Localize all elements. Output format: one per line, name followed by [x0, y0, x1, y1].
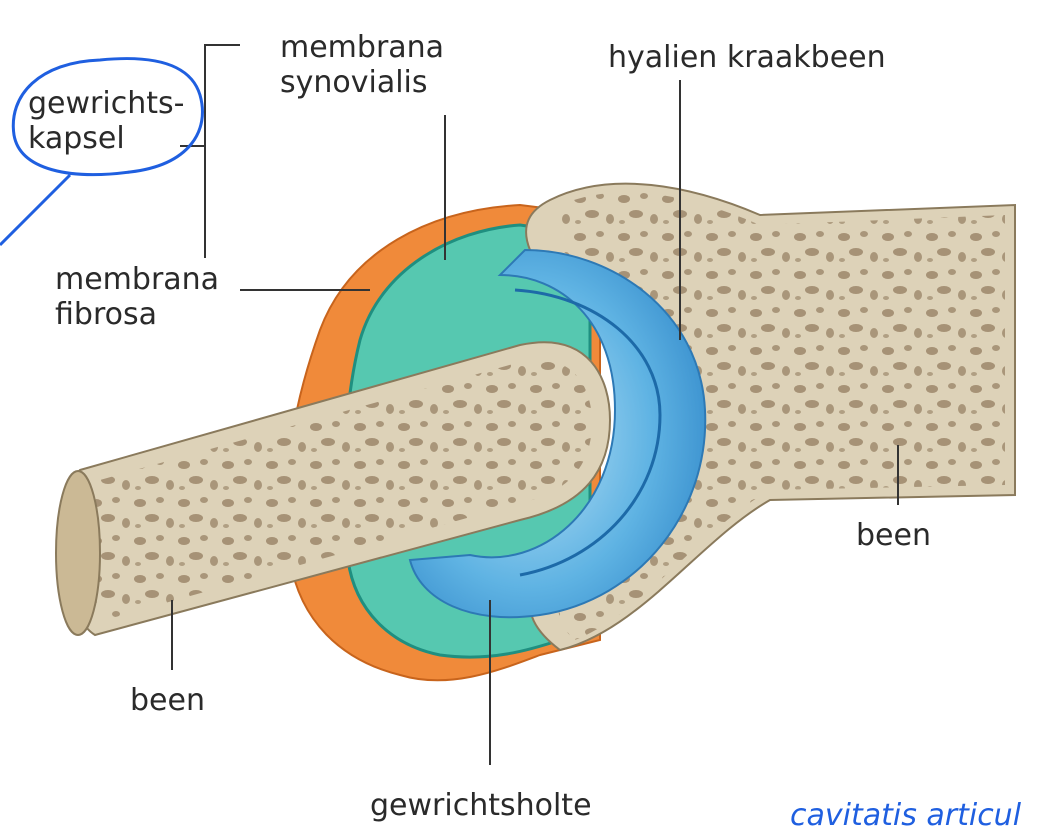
left-bone-end — [55, 470, 101, 636]
handwritten-marks — [0, 57, 204, 247]
leader-lines — [171, 44, 899, 765]
label-capsule: gewrichts- kapsel — [28, 86, 185, 156]
left-bone-pores — [89, 359, 592, 620]
label-hyaline-cartilage: hyalien kraakbeen — [608, 40, 886, 75]
joint-cavity-line — [514, 288, 662, 577]
label-bone-right: been — [856, 518, 931, 553]
label-fibrous-membrane: membrana fibrosa — [55, 262, 220, 332]
handwritten-note: cavitatis articul — [790, 798, 1022, 833]
label-synovial-membrane: membrana synovialis — [280, 30, 445, 100]
label-joint-cavity: gewrichtsholte — [370, 788, 592, 823]
label-bone-left: been — [130, 683, 205, 718]
